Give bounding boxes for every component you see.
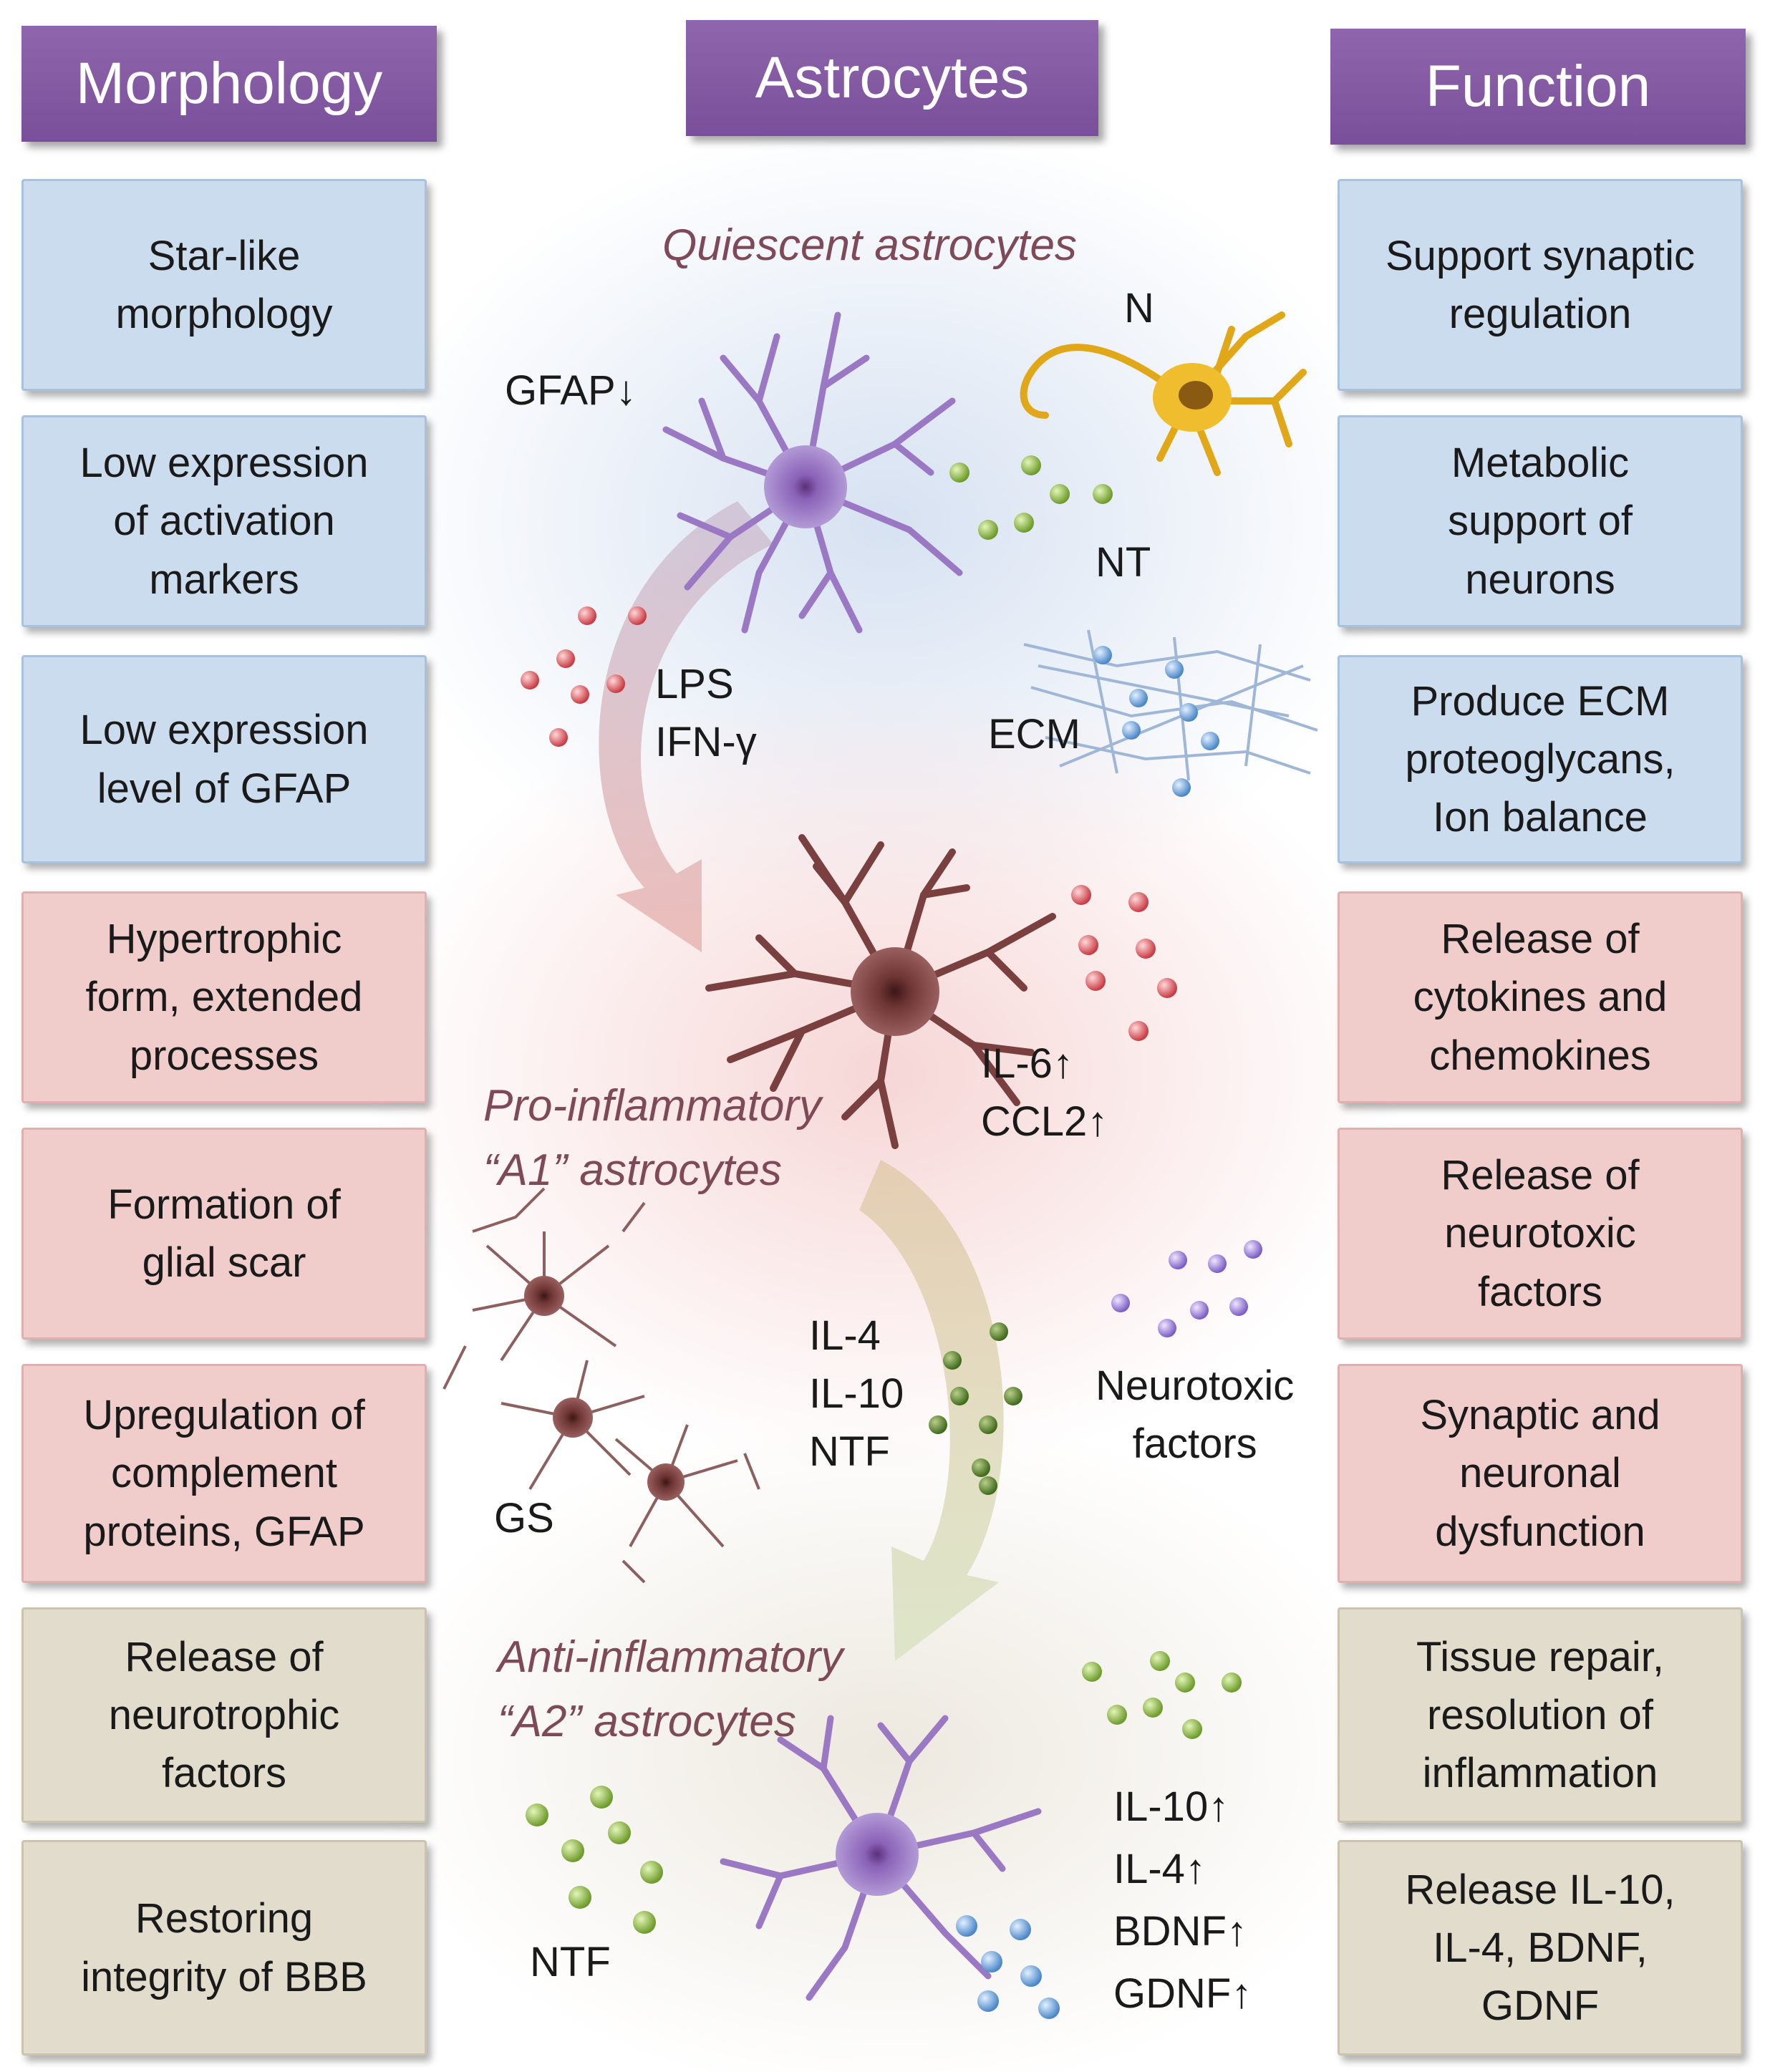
il4-label: IL-4 IL-10 NTF: [809, 1312, 904, 1476]
function-box-1: Support synaptic regulation: [1338, 179, 1743, 391]
function-header: Function: [1330, 29, 1746, 145]
function-box-8: Release IL-10, IL-4, BDNF, GDNF: [1338, 1840, 1743, 2056]
quiescent-cell-body: [764, 445, 847, 528]
a1-cell-body: [851, 947, 939, 1036]
cytokine-particles: [1071, 885, 1177, 1041]
a2-title: Anti-inflammatory “A2” astrocytes: [498, 1632, 843, 1746]
morphology-box-7: Release of neurotrophic factors: [21, 1607, 427, 1823]
nt-label: NT: [1096, 539, 1151, 586]
function-box-5: Release of neurotoxic factors: [1338, 1128, 1743, 1340]
nt-particles: [949, 455, 1113, 540]
morphology-header: Morphology: [21, 26, 437, 142]
gfap-label: GFAP↓: [505, 367, 637, 414]
ntf-particles: [526, 1786, 663, 1934]
transition-arrow-a2: [859, 1160, 1004, 1661]
glial-scar: [442, 1187, 760, 1584]
gs-label: GS: [494, 1495, 554, 1541]
morphology-box-6: Upregulation of complement proteins, GFA…: [21, 1364, 427, 1583]
function-box-2: Metabolic support of neurons: [1338, 415, 1743, 627]
morphology-box-5: Formation of glial scar: [21, 1128, 427, 1340]
ecm-label: ECM: [988, 711, 1080, 757]
morphology-box-3: Low expression level of GFAP: [21, 655, 427, 863]
lps-label: LPS IFN-γ: [655, 661, 757, 766]
ntf-label: NTF: [530, 1939, 611, 1985]
morphology-box-4: Hypertrophic form, extended processes: [21, 891, 427, 1103]
function-box-3: Produce ECM proteoglycans, Ion balance: [1338, 655, 1743, 863]
neurotoxic-label: Neurotoxic factors: [1096, 1362, 1295, 1468]
morphology-box-1: Star-like morphology: [21, 179, 427, 391]
morphology-box-2: Low expression of activation markers: [21, 415, 427, 627]
function-box-6: Synaptic and neuronal dysfunction: [1338, 1364, 1743, 1583]
il4-particles: [929, 1322, 1022, 1495]
neuron-label: N: [1124, 285, 1154, 331]
quiescent-title: Quiescent astrocytes: [662, 221, 1077, 270]
function-box-4: Release of cytokines and chemokines: [1338, 891, 1743, 1103]
function-box-7: Tissue repair, resolution of inflammatio…: [1338, 1607, 1743, 1823]
a2-cell-body: [836, 1813, 919, 1896]
astrocytes-header: Astrocytes: [686, 20, 1098, 136]
morphology-box-8: Restoring integrity of BBB: [21, 1840, 427, 2056]
neurotoxic-particles: [1111, 1240, 1262, 1337]
a1-title: Pro-inflammatory “A1” astrocytes: [483, 1081, 821, 1195]
lps-particles: [521, 606, 647, 747]
a2-markers-label: IL-10↑ IL-4↑ BDNF↑ GDNF↑: [1113, 1783, 1252, 2017]
a2-blue-particles: [956, 1915, 1060, 2019]
il6-label: IL-6↑ CCL2↑: [981, 1040, 1108, 1146]
a2-release-particles: [1082, 1651, 1242, 1739]
ecm-particles: [1093, 646, 1219, 797]
